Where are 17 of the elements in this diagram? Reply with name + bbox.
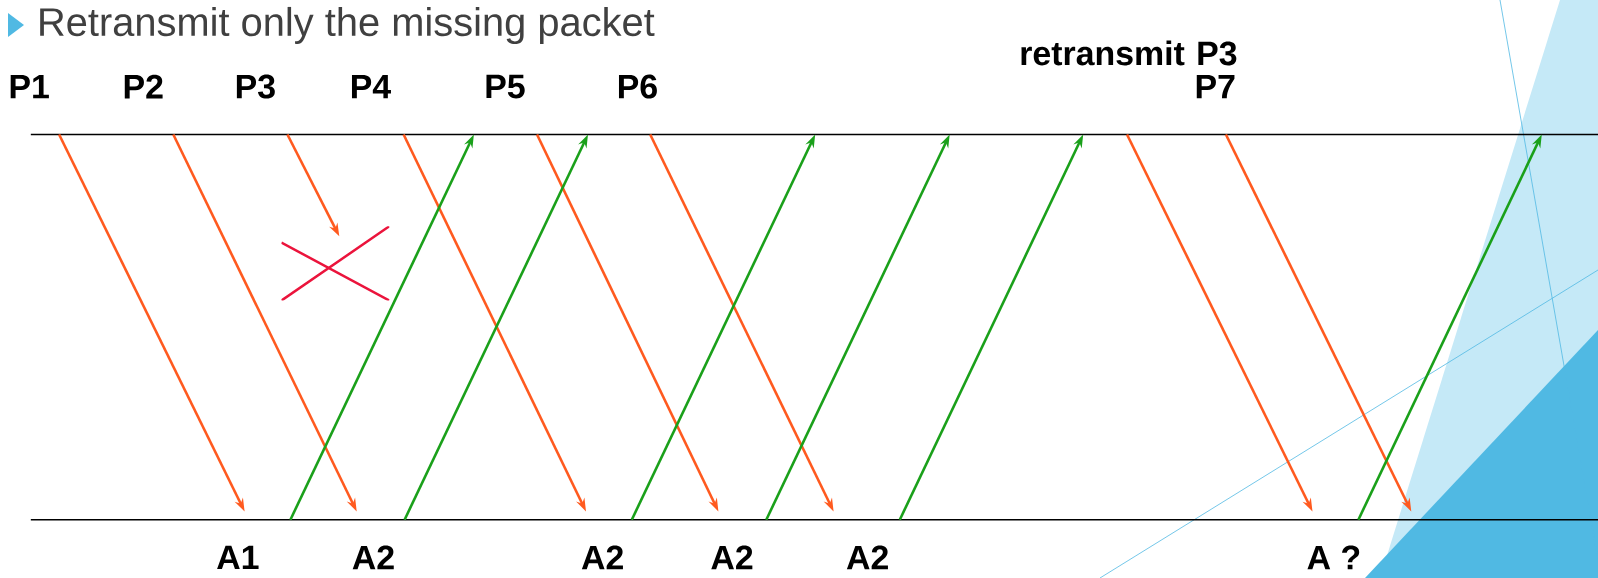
timeline bbox=[30, 133, 1598, 136]
packet-label: A2 bbox=[352, 545, 394, 570]
packet-label: retransmit P3 bbox=[1021, 40, 1237, 66]
packet-label: P3 bbox=[236, 74, 275, 99]
packet-label: P7 bbox=[1196, 74, 1235, 99]
packet-label: P5 bbox=[486, 74, 525, 99]
packet-label: A2 bbox=[846, 545, 888, 570]
slide-title: Retransmit only the missing packet bbox=[40, 6, 655, 45]
packet-label: P4 bbox=[352, 74, 391, 99]
packet-label: P6 bbox=[619, 74, 657, 99]
packet-label: A ? bbox=[1307, 545, 1360, 570]
packet-label: A2 bbox=[711, 545, 753, 570]
cross-mark bbox=[281, 226, 390, 301]
packet-label: A2 bbox=[581, 545, 623, 570]
packet-label: P1 bbox=[10, 74, 49, 99]
timeline bbox=[30, 518, 1598, 521]
packet-label: P2 bbox=[124, 74, 163, 99]
